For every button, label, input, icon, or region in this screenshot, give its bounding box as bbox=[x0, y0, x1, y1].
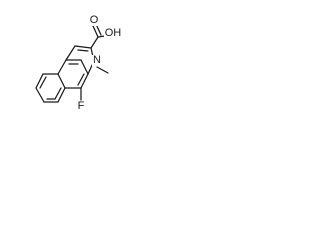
bond-ring-c-inner bbox=[77, 49, 89, 52]
hydroxyl-label-bg bbox=[104, 28, 122, 39]
carbonyl-oxygen-label: O bbox=[90, 14, 99, 26]
hydroxyl-label: OH bbox=[105, 27, 122, 39]
bond-ring-c-top-left bbox=[65, 45, 76, 61]
nitrogen-label: N bbox=[93, 54, 101, 66]
bond-ring-b-right-bottom bbox=[80, 73, 89, 89]
bond-ring-c-top bbox=[74, 45, 92, 49]
fluorine-label: F bbox=[78, 100, 85, 112]
bond-ring-a-bottom-right bbox=[57, 87, 66, 103]
bond-ring-b-top-left bbox=[57, 59, 67, 75]
fluorine-label-bg bbox=[76, 101, 86, 112]
bond-ring-a-top bbox=[35, 87, 45, 103]
bond-ring-a-inner-1 bbox=[39, 76, 47, 89]
bond-ring-a-right bbox=[57, 73, 66, 89]
bond-ring-a-inner-2 bbox=[54, 87, 62, 100]
bond-methyl bbox=[96, 66, 109, 74]
bond-carboxyl-main bbox=[90, 36, 99, 49]
carbonyl-oxygen-label-bg bbox=[89, 15, 99, 26]
chemical-structure-canvas: F N OH O bbox=[0, 0, 152, 152]
bond-ring-a-left-top bbox=[35, 73, 44, 89]
bond-carbonyl-1 bbox=[92, 25, 99, 38]
bond-ring-b-right-top bbox=[80, 59, 89, 75]
molecule-structure: F N OH O bbox=[35, 14, 122, 112]
bond-ring-b-inner-2 bbox=[77, 73, 85, 86]
nitrogen-label-bg bbox=[92, 55, 102, 66]
